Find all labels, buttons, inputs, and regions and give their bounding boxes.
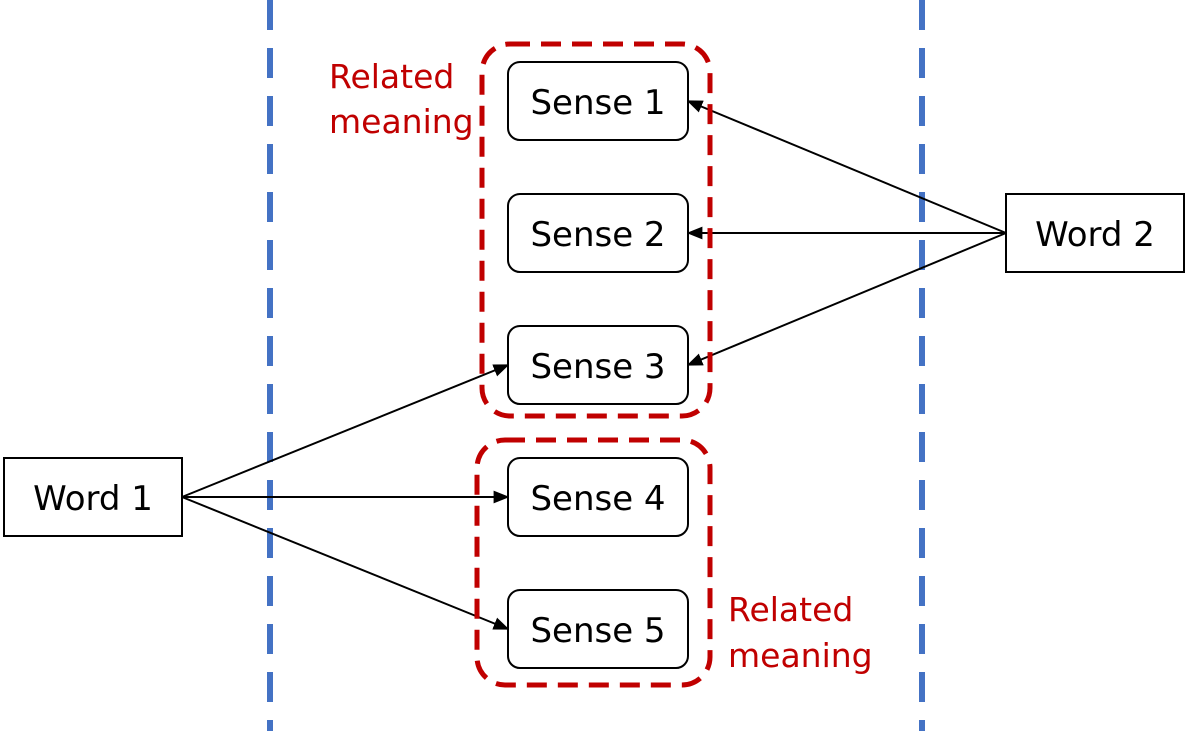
sense-box-1: Sense 1: [507, 61, 689, 141]
arrow-word2-to-sense3: [686, 232, 1007, 366]
related-group-bottom: [474, 437, 713, 688]
sense-label: Sense 5: [530, 611, 665, 651]
arrow-word1-to-sense5: [181, 496, 510, 630]
arrow-word2-to-sense1: [686, 100, 1007, 234]
sense-box-4: Sense 4: [507, 457, 689, 537]
word-box-1: Word 1: [3, 457, 183, 537]
sense-label: Sense 4: [530, 479, 665, 519]
sense-label: Sense 3: [530, 347, 665, 387]
sense-box-5: Sense 5: [507, 589, 689, 669]
group-label-top-line2: meaning: [329, 102, 474, 141]
word-label: Word 2: [1035, 215, 1155, 255]
arrow-word1-to-sense3: [181, 364, 510, 498]
group-label-bottom-line1: Related: [728, 590, 853, 629]
group-label-top-line1: Related: [329, 57, 454, 96]
sense-label: Sense 1: [530, 83, 665, 123]
sense-box-3: Sense 3: [507, 325, 689, 405]
related-group-top: [479, 41, 713, 419]
word-box-2: Word 2: [1005, 193, 1185, 273]
word-label: Word 1: [33, 479, 153, 519]
sense-box-2: Sense 2: [507, 193, 689, 273]
sense-label: Sense 2: [530, 215, 665, 255]
edges: [181, 100, 1007, 630]
group-label-bottom-line2: meaning: [728, 636, 873, 675]
